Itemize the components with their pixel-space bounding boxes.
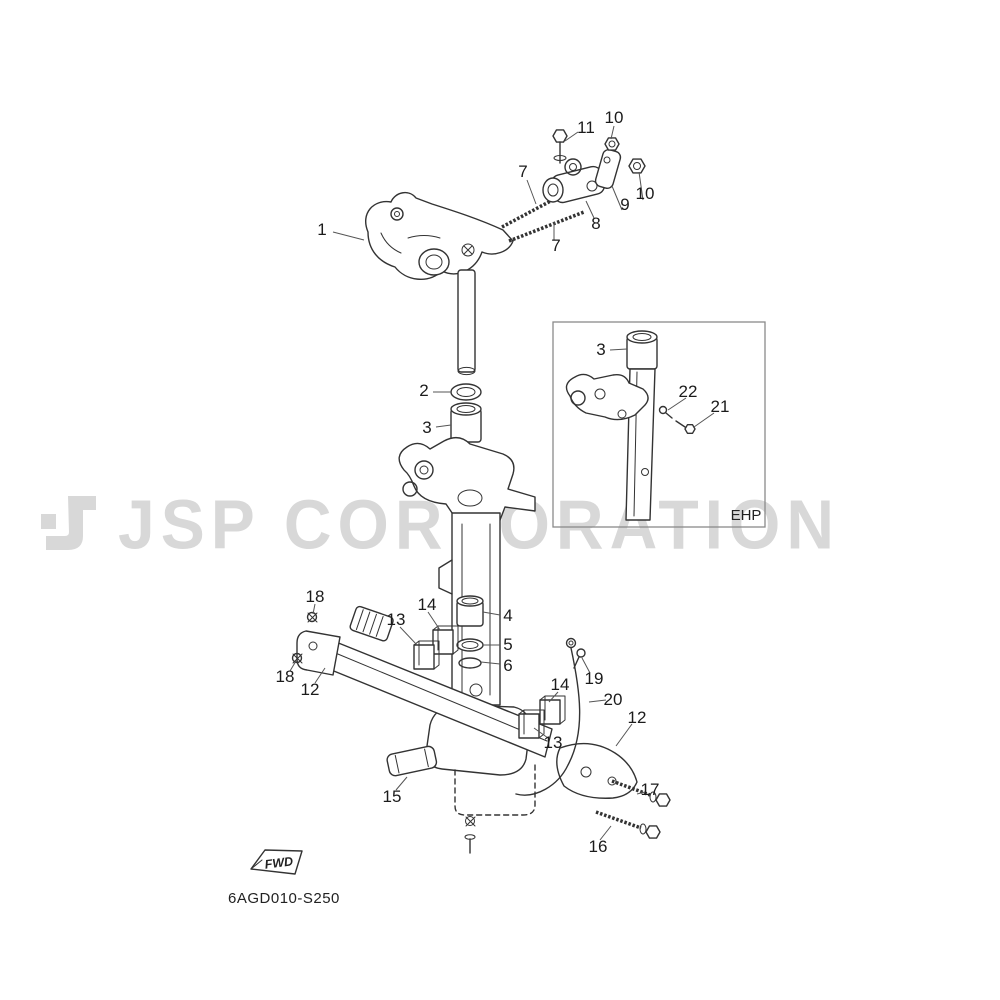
fwd-arrow-label: FWD bbox=[264, 854, 294, 871]
part-11-bolt bbox=[552, 129, 568, 164]
inset-bracket bbox=[565, 373, 649, 421]
part-7-studs bbox=[501, 194, 585, 243]
part-10-nuts bbox=[604, 137, 646, 174]
part-13-14-mounts-left bbox=[413, 625, 459, 670]
part-13-14-mounts-right bbox=[518, 695, 566, 739]
inset-part-22-bolt bbox=[658, 405, 673, 419]
inset-part-3-bushing bbox=[626, 330, 658, 370]
part-3-bushing bbox=[450, 402, 482, 443]
part-4-bushing bbox=[456, 595, 484, 627]
diagram-code: 6AGD010-S250 bbox=[228, 890, 340, 907]
part-20-ground-wire bbox=[515, 647, 581, 796]
callout-leader-lines bbox=[289, 125, 715, 841]
part-12-left-cap bbox=[296, 605, 394, 676]
part-8-clamp bbox=[542, 158, 606, 204]
part-9-plate bbox=[594, 148, 622, 190]
part-2-washer bbox=[450, 383, 482, 401]
part-17-bolt bbox=[611, 779, 671, 807]
fwd-arrow: FWD bbox=[250, 849, 303, 875]
part-19-bolt-and-terminal bbox=[565, 637, 586, 669]
part-16-bolt bbox=[595, 810, 661, 839]
part-6-oring bbox=[458, 657, 482, 669]
inset-part-21-bolt bbox=[675, 420, 696, 434]
part-5-washer bbox=[456, 638, 484, 652]
part-1-upper-bracket bbox=[365, 191, 514, 376]
part-15-plate bbox=[386, 745, 438, 777]
part-18-bolts bbox=[291, 611, 318, 664]
part-12-right-cap bbox=[556, 742, 638, 799]
inset-detail-box: EHP bbox=[552, 321, 766, 528]
inset-variant-label: EHP bbox=[731, 507, 762, 524]
